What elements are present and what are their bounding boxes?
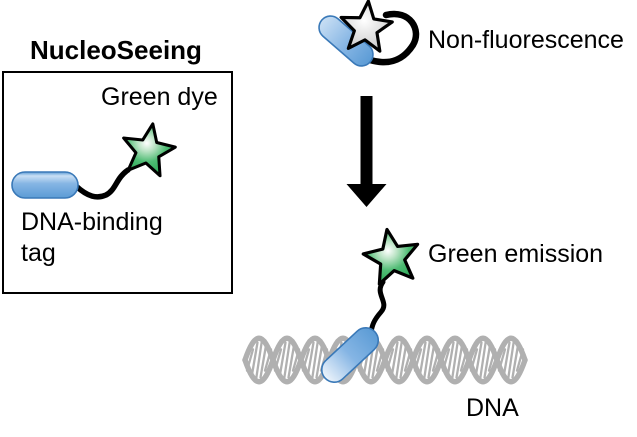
dna-strand-back: [242, 335, 528, 385]
non-fluorescence-label: Non-fluorescence: [428, 26, 624, 54]
dna-label: DNA: [466, 394, 519, 422]
diagram-title: NucleoSeeing: [30, 35, 202, 65]
dna-binding-tag-label-line1: DNA-binding: [21, 208, 163, 236]
dna-binding-tag-capsule-icon: [11, 171, 79, 199]
dna-double-helix-icon: [242, 335, 528, 385]
dna-binding-tag-label-line2: tag: [21, 239, 56, 267]
green-dye-label: Green dye: [101, 83, 218, 111]
folded-linker-loop-icon: [366, 10, 420, 66]
dna-binding-tag-label: DNA-binding tag: [21, 207, 163, 269]
dna-binding-tag-capsule-icon: [320, 327, 380, 383]
flexible-linker-icon: [73, 167, 131, 200]
green-emission-label: Green emission: [428, 240, 604, 268]
green-dye-star-icon: [358, 223, 425, 288]
flexible-linker-icon: [368, 279, 387, 336]
legend-box: [2, 71, 233, 294]
transition-down-arrow-icon: [346, 96, 387, 207]
